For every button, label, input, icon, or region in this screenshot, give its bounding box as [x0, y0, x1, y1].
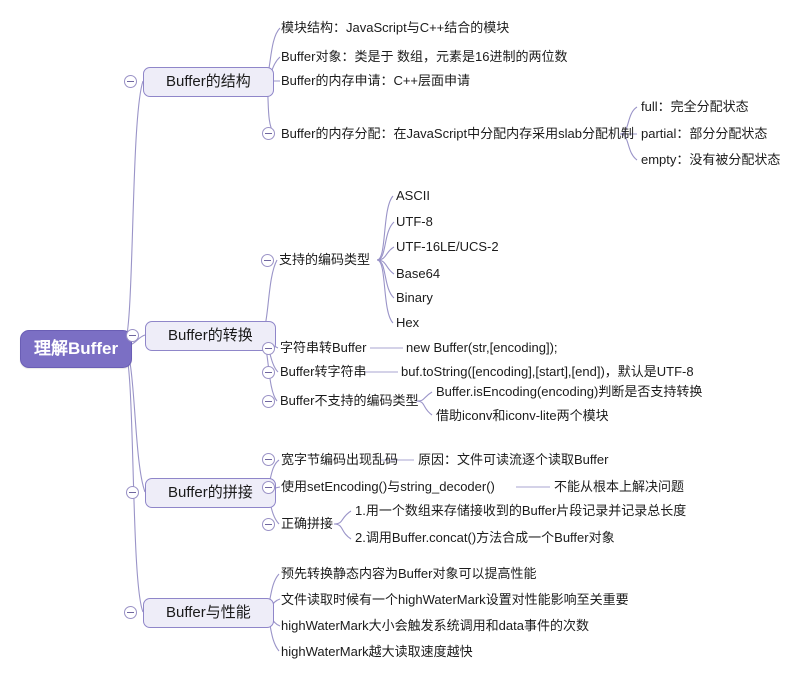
branch-node-conversion[interactable]: Buffer的转换: [145, 321, 276, 351]
note-string-to-buffer[interactable]: new Buffer(str,[encoding]);: [406, 340, 558, 355]
toggle-correct-concat[interactable]: [262, 518, 275, 531]
leaf-string-to-buffer[interactable]: 字符串转Buffer: [280, 340, 367, 355]
leaf-pre-convert-static[interactable]: 预先转换静态内容为Buffer对象可以提高性能: [281, 566, 537, 581]
leaf-buffer-object[interactable]: Buffer对象：类是于 数组，元素是16进制的两位数: [281, 49, 568, 64]
leaf-memory-allocation[interactable]: Buffer的内存分配：在JavaScript中分配内存采用slab分配机制: [281, 126, 634, 141]
leaf-encoding-ascii[interactable]: ASCII: [396, 188, 430, 203]
toggle-branch-concat[interactable]: [126, 486, 139, 499]
branch-node-performance[interactable]: Buffer与性能: [143, 598, 274, 628]
leaf-concat-step-1[interactable]: 1.用一个数组来存储接收到的Buffer片段记录并记录总长度: [355, 503, 687, 518]
leaf-module-structure[interactable]: 模块结构：JavaScript与C++结合的模块: [281, 20, 510, 35]
note-wide-char-reason[interactable]: 原因：文件可读流逐个读取Buffer: [418, 452, 609, 467]
toggle-supported-encodings[interactable]: [261, 254, 274, 267]
leaf-encoding-hex[interactable]: Hex: [396, 315, 420, 330]
toggle-branch-structure[interactable]: [124, 75, 137, 88]
leaf-highwatermark-speed[interactable]: highWaterMark越大读取速度越快: [281, 644, 473, 659]
leaf-set-encoding[interactable]: 使用setEncoding()与string_decoder(): [281, 479, 495, 494]
leaf-correct-concat[interactable]: 正确拼接: [281, 516, 334, 531]
leaf-memory-request[interactable]: Buffer的内存申请：C++层面申请: [281, 73, 471, 88]
leaf-encoding-utf16le[interactable]: UTF-16LE/UCS-2: [396, 239, 499, 254]
toggle-branch-performance[interactable]: [124, 606, 137, 619]
toggle-wide-char-garbled[interactable]: [262, 453, 275, 466]
toggle-string-to-buffer[interactable]: [262, 342, 275, 355]
leaf-encoding-binary[interactable]: Binary: [396, 290, 433, 305]
toggle-unsupported-encodings[interactable]: [262, 395, 275, 408]
leaf-slab-full[interactable]: full：完全分配状态: [641, 99, 749, 114]
root-node[interactable]: 理解Buffer: [20, 330, 133, 368]
leaf-slab-empty[interactable]: empty：没有被分配状态: [641, 152, 781, 167]
leaf-wide-char-garbled[interactable]: 宽字节编码出现乱码: [281, 452, 399, 467]
leaf-buffer-to-string[interactable]: Buffer转字符串: [280, 364, 367, 379]
leaf-supported-encodings[interactable]: 支持的编码类型: [279, 252, 371, 267]
toggle-memory-allocation[interactable]: [262, 127, 275, 140]
leaf-iconv-modules[interactable]: 借助iconv和iconv-lite两个模块: [436, 408, 609, 423]
note-set-encoding[interactable]: 不能从根本上解决问题: [554, 479, 685, 494]
branch-node-concat[interactable]: Buffer的拼接: [145, 478, 276, 508]
note-buffer-to-string[interactable]: buf.toString([encoding],[start],[end])，默…: [401, 364, 694, 379]
branch-node-structure[interactable]: Buffer的结构: [143, 67, 274, 97]
toggle-set-encoding[interactable]: [262, 481, 275, 494]
toggle-branch-conversion[interactable]: [126, 329, 139, 342]
leaf-is-encoding[interactable]: Buffer.isEncoding(encoding)判断是否支持转换: [436, 384, 703, 399]
leaf-encoding-utf8[interactable]: UTF-8: [396, 214, 433, 229]
leaf-concat-step-2[interactable]: 2.调用Buffer.concat()方法合成一个Buffer对象: [355, 530, 615, 545]
leaf-highwatermark-importance[interactable]: 文件读取时候有一个highWaterMark设置对性能影响至关重要: [281, 592, 629, 607]
leaf-unsupported-encodings[interactable]: Buffer不支持的编码类型: [280, 393, 419, 408]
leaf-slab-partial[interactable]: partial：部分分配状态: [641, 126, 768, 141]
leaf-highwatermark-syscalls[interactable]: highWaterMark大小会触发系统调用和data事件的次数: [281, 618, 589, 633]
leaf-encoding-base64[interactable]: Base64: [396, 266, 441, 281]
toggle-buffer-to-string[interactable]: [262, 366, 275, 379]
